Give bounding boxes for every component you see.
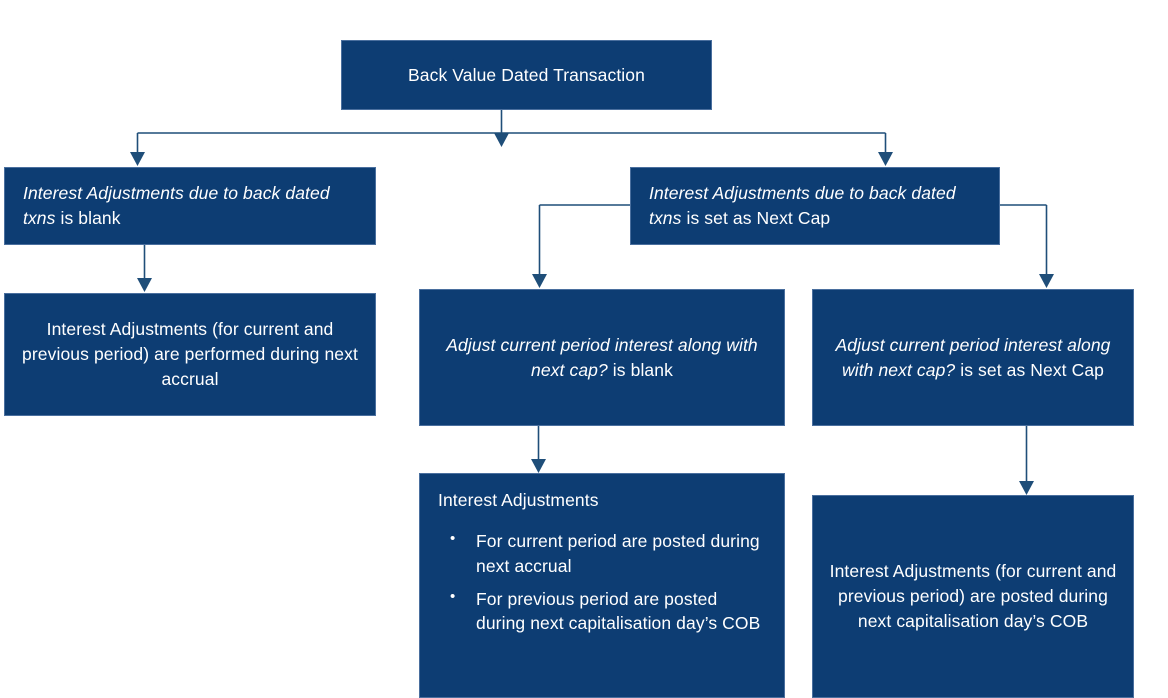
node-adjust-blank-label: Adjust current period interest along wit… <box>420 333 784 383</box>
node-cap-result-label: Interest Adjustments (for current and pr… <box>829 561 1117 631</box>
connector-adjust-nextcap-to-result <box>1019 426 1034 495</box>
node-adjust-nextcap-rest: is set as Next Cap <box>955 359 1105 380</box>
node-nextcap-condition-emphasis: Interest Adjustments due to back dated t… <box>649 183 956 228</box>
node-adjust-nextcap-emphasis: Adjust current period interest along wit… <box>835 334 1111 380</box>
node-list-title: Interest Adjustments <box>438 490 599 510</box>
node-blank-condition-label: Interest Adjustments due to back dated t… <box>5 181 375 231</box>
node-blank-condition-emphasis: Interest Adjustments due to back dated t… <box>23 183 330 228</box>
list-item: For current period are posted during nex… <box>450 528 770 579</box>
node-adjust-current-period-nextcap[interactable]: Adjust current period interest along wit… <box>812 289 1134 426</box>
node-capitalisation-result[interactable]: Interest Adjustments (for current and pr… <box>812 495 1134 698</box>
node-back-value-dated-transaction[interactable]: Back Value Dated Transaction <box>341 40 712 110</box>
connector-blank-condition-to-result <box>137 245 152 292</box>
node-adjust-blank-emphasis: Adjust current period interest along wit… <box>446 334 758 380</box>
node-adjust-current-period-blank[interactable]: Adjust current period interest along wit… <box>419 289 785 426</box>
node-blank-result[interactable]: Interest Adjustments (for current and pr… <box>4 293 376 416</box>
node-blank-result-label: Interest Adjustments (for current and pr… <box>22 319 358 389</box>
node-interest-adjustments-list[interactable]: Interest Adjustments For current period … <box>419 473 785 698</box>
connector-adjust-blank-to-list <box>531 426 546 473</box>
node-interest-adjustments-blank-condition[interactable]: Interest Adjustments due to back dated t… <box>4 167 376 245</box>
node-nextcap-condition-rest: is set as Next Cap <box>681 208 831 228</box>
node-blank-condition-rest: is blank <box>55 208 121 228</box>
node-root-label: Back Value Dated Transaction <box>408 64 645 85</box>
node-adjust-blank-rest: is blank <box>607 359 673 380</box>
node-adjust-nextcap-label: Adjust current period interest along wit… <box>813 333 1133 383</box>
list-item: For previous period are posted during ne… <box>450 586 770 637</box>
node-list-bullets: For current period are posted during nex… <box>420 528 784 644</box>
node-nextcap-condition-label: Interest Adjustments due to back dated t… <box>631 181 999 231</box>
node-interest-adjustments-nextcap-condition[interactable]: Interest Adjustments due to back dated t… <box>630 167 1000 245</box>
connector-root-split <box>130 110 893 166</box>
